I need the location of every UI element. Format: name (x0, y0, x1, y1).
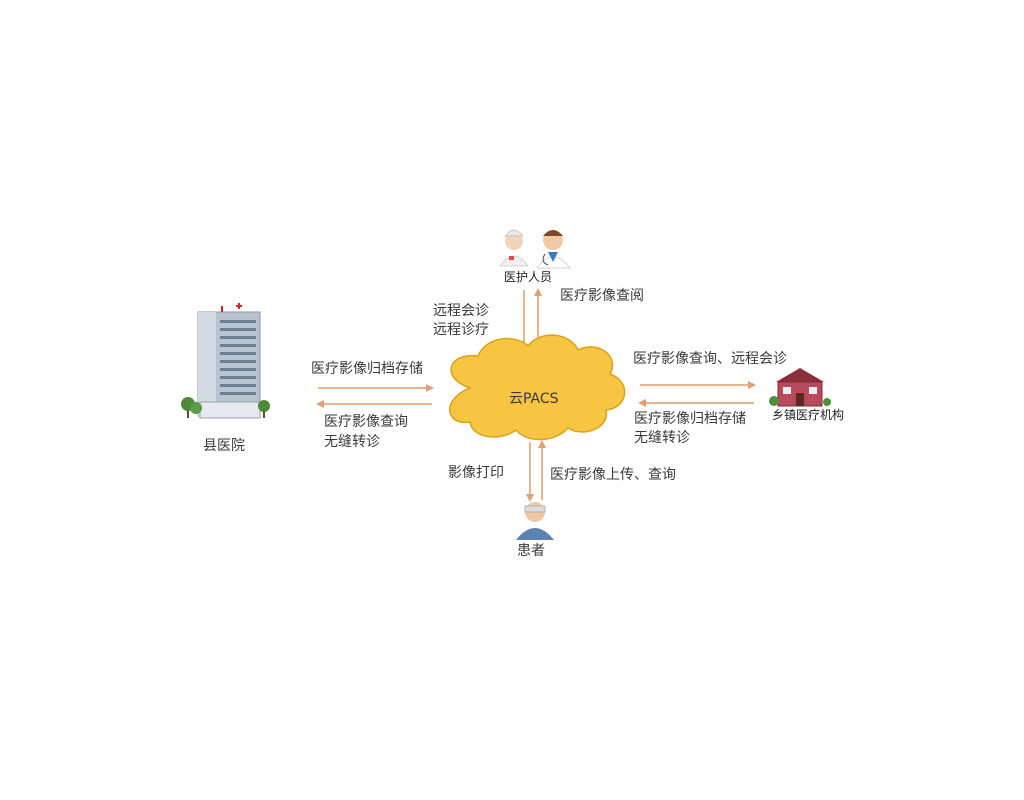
hospital-label: 县医院 (203, 438, 245, 454)
edge-cloud-to-staff-label: 医疗影像查阅 (560, 288, 644, 304)
edge-cloud-to-hospital-label-2: 无缝转诊 (324, 434, 380, 450)
township-clinic-icon (769, 368, 831, 407)
staff-label: 医护人员 (504, 270, 553, 284)
edge-cloud-to-hospital-label-1: 医疗影像查询 (324, 414, 408, 430)
township-label: 乡镇医疗机构 (772, 408, 845, 422)
edge-patient-to-cloud-label: 医疗影像上传、查询 (550, 467, 676, 483)
hospital-building-icon (181, 303, 270, 419)
patient-icon (516, 502, 554, 540)
edge-township-to-cloud-label-1: 医疗影像归档存储 (634, 411, 746, 427)
edge-staff-to-cloud-label-2: 远程诊疗 (433, 322, 489, 338)
edge-cloud-to-patient-label: 影像打印 (448, 465, 504, 481)
cloud-label: 云PACS (509, 391, 559, 407)
edge-township-to-cloud-label-2: 无缝转诊 (634, 430, 690, 446)
patient-label: 患者 (517, 543, 545, 559)
edge-hospital-to-cloud-label: 医疗影像归档存储 (311, 361, 423, 377)
edge-staff-to-cloud-label-1: 远程会诊 (433, 303, 489, 319)
edge-cloud-to-township-label: 医疗影像查询、远程会诊 (633, 351, 787, 367)
cloud-shape (449, 334, 626, 441)
medical-staff-icon (499, 229, 571, 269)
